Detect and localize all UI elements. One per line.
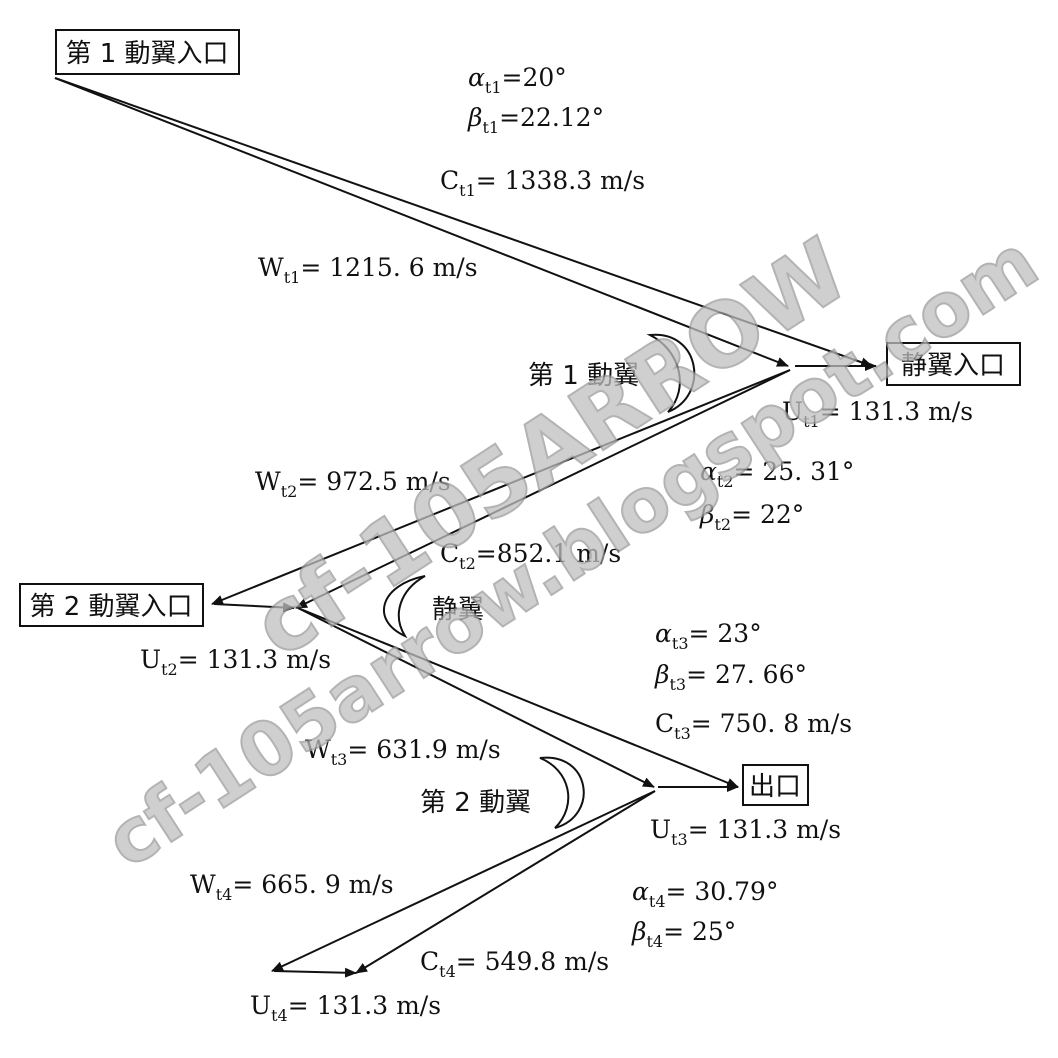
box-stator-inlet-text: 静翼入口 (901, 351, 1005, 381)
label-w-t3: Wt3= 631.9 m/s (305, 735, 501, 769)
label-w-t2: Wt2= 972.5 m/s (255, 467, 451, 501)
vector-lines (54, 77, 877, 978)
c-t3-vector (297, 607, 739, 788)
box-outlet: 出口 (742, 764, 809, 806)
box-rotor1-inlet: 第 1 動翼入口 (55, 29, 240, 75)
label-c-t3: Ct3= 750. 8 m/s (655, 709, 852, 743)
c-t2-vector (295, 369, 791, 609)
box-outlet-text: 出口 (749, 772, 801, 802)
rotor1-blade-icon (646, 333, 696, 413)
w-t4-vector (271, 790, 656, 972)
label-u-t1: Ut1= 131.3 m/s (782, 397, 973, 431)
box-rotor2-inlet: 第 2 動翼入口 (19, 583, 204, 627)
w-t1-vector (54, 77, 789, 367)
label-w-t1: Wt1= 1215. 6 m/s (258, 253, 478, 287)
stage-label-stator: 静翼 (432, 595, 484, 625)
label-u-t3: Ut3= 131.3 m/s (650, 815, 841, 849)
label-u-t4: Ut4= 131.3 m/s (250, 991, 441, 1025)
box-rotor2-inlet-text: 第 2 動翼入口 (29, 592, 192, 622)
rotor2-blade-icon (539, 756, 585, 829)
c-t1-vector (54, 77, 873, 368)
label-u-t2: Ut2= 131.3 m/s (140, 645, 331, 679)
blade-shapes (383, 333, 696, 829)
value-labels: αt1=20° βt1=22.12° Ct1= 1338.3 m/s Wt1= … (140, 63, 973, 1025)
label-beta-t2: βt2= 22° (699, 500, 804, 534)
stage-label-rotor1: 第 1 動翼 (528, 361, 639, 391)
label-c-t4: Ct4= 549.8 m/s (420, 947, 609, 981)
label-alpha-t1: αt1=20° (468, 63, 567, 97)
w-t2-vector (211, 369, 791, 605)
u-t2-vector (213, 602, 295, 613)
label-beta-t4: βt4= 25° (631, 917, 736, 951)
w-t3-vector (297, 607, 655, 788)
u-t4-vector (273, 967, 357, 978)
watermark-line2: cf-105arrow.blogspot.com (91, 219, 1053, 885)
stage-label-rotor2: 第 2 動翼 (420, 788, 531, 818)
label-c-t2: Ct2=852.1 m/s (440, 539, 621, 573)
box-stator-inlet: 静翼入口 (886, 342, 1021, 386)
label-beta-t1: βt1=22.12° (467, 103, 604, 137)
label-alpha-t3: αt3= 23° (655, 619, 762, 653)
stator-blade-icon (383, 575, 426, 639)
c-t4-vector (355, 790, 656, 974)
box-rotor1-inlet-text: 第 1 動翼入口 (65, 39, 228, 69)
label-w-t4: Wt4= 665. 9 m/s (190, 870, 394, 904)
label-alpha-t2: αt2= 25. 31° (700, 457, 854, 491)
label-c-t1: Ct1= 1338.3 m/s (440, 166, 645, 200)
label-beta-t3: βt3= 27. 66° (654, 660, 807, 694)
label-alpha-t4: αt4= 30.79° (632, 877, 778, 911)
